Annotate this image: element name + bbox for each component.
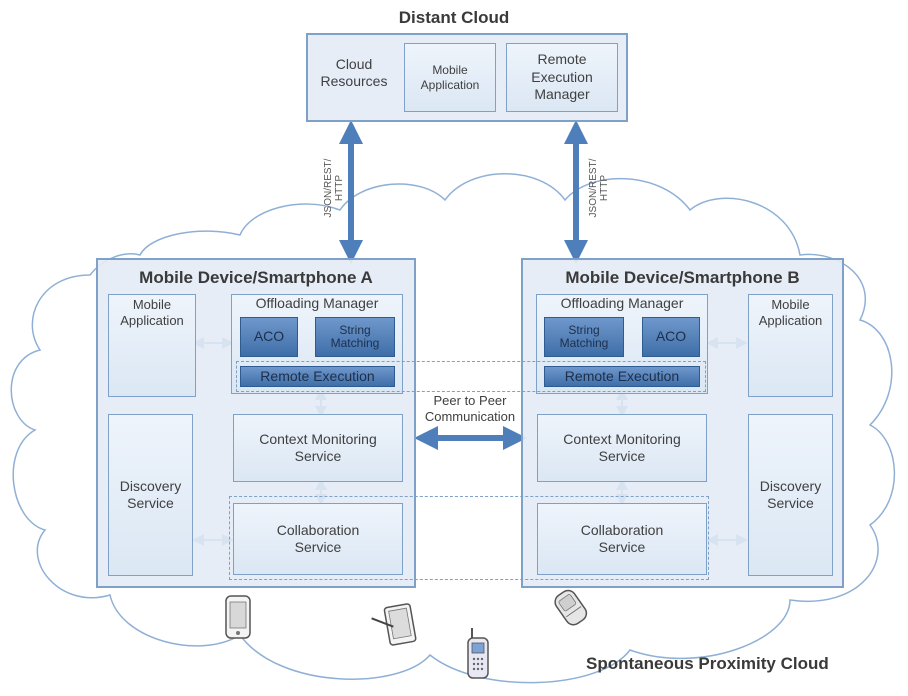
- remote-execution-dashed-link: [236, 361, 706, 392]
- device-b-context-monitoring: Context Monitoring Service: [537, 414, 707, 482]
- device-b-discovery-service: Discovery Service: [748, 414, 833, 576]
- distant-cloud-title: Distant Cloud: [398, 8, 510, 27]
- device-a-mobile-application: Mobile Application: [108, 294, 196, 397]
- peer-to-peer-label: Peer to Peer Communication: [424, 393, 516, 424]
- tablet-icon: [371, 603, 417, 646]
- device-a-remote-execution: Remote Execution: [240, 366, 395, 387]
- collaboration-dashed-link: [229, 496, 709, 580]
- device-a-aco: ACO: [240, 317, 298, 357]
- flip-phone-icon: [554, 589, 588, 626]
- device-a-collaboration-service: Collaboration Service: [233, 503, 403, 575]
- proximity-cloud-outline: [10, 173, 896, 684]
- device-b-title: Mobile Device/Smartphone B: [565, 268, 800, 287]
- device-b-remote-execution: Remote Execution: [544, 366, 700, 387]
- device-a-string-matching: String Matching: [315, 317, 395, 357]
- cloud-resources-label: Cloud Resources: [320, 56, 388, 89]
- device-b-aco: ACO: [642, 317, 700, 357]
- smartphone-icon: [225, 595, 251, 639]
- feature-phone-icon: [467, 628, 489, 679]
- device-a-discovery-service: Discovery Service: [108, 414, 193, 576]
- cloud-mobile-application: Mobile Application: [404, 43, 496, 112]
- device-a-title: Mobile Device/Smartphone A: [139, 268, 373, 287]
- device-a-context-monitoring: Context Monitoring Service: [233, 414, 403, 482]
- remote-execution-manager: Remote Execution Manager: [506, 43, 618, 112]
- device-b-string-matching: String Matching: [544, 317, 624, 357]
- device-b-mobile-application: Mobile Application: [748, 294, 833, 397]
- proximity-cloud-label: Spontaneous Proximity Cloud: [586, 654, 829, 673]
- device-b-collaboration-service: Collaboration Service: [537, 503, 707, 575]
- protocol-label-right: JSON/REST/ HTTP: [588, 158, 610, 218]
- protocol-label-left: JSON/REST/ HTTP: [323, 158, 345, 218]
